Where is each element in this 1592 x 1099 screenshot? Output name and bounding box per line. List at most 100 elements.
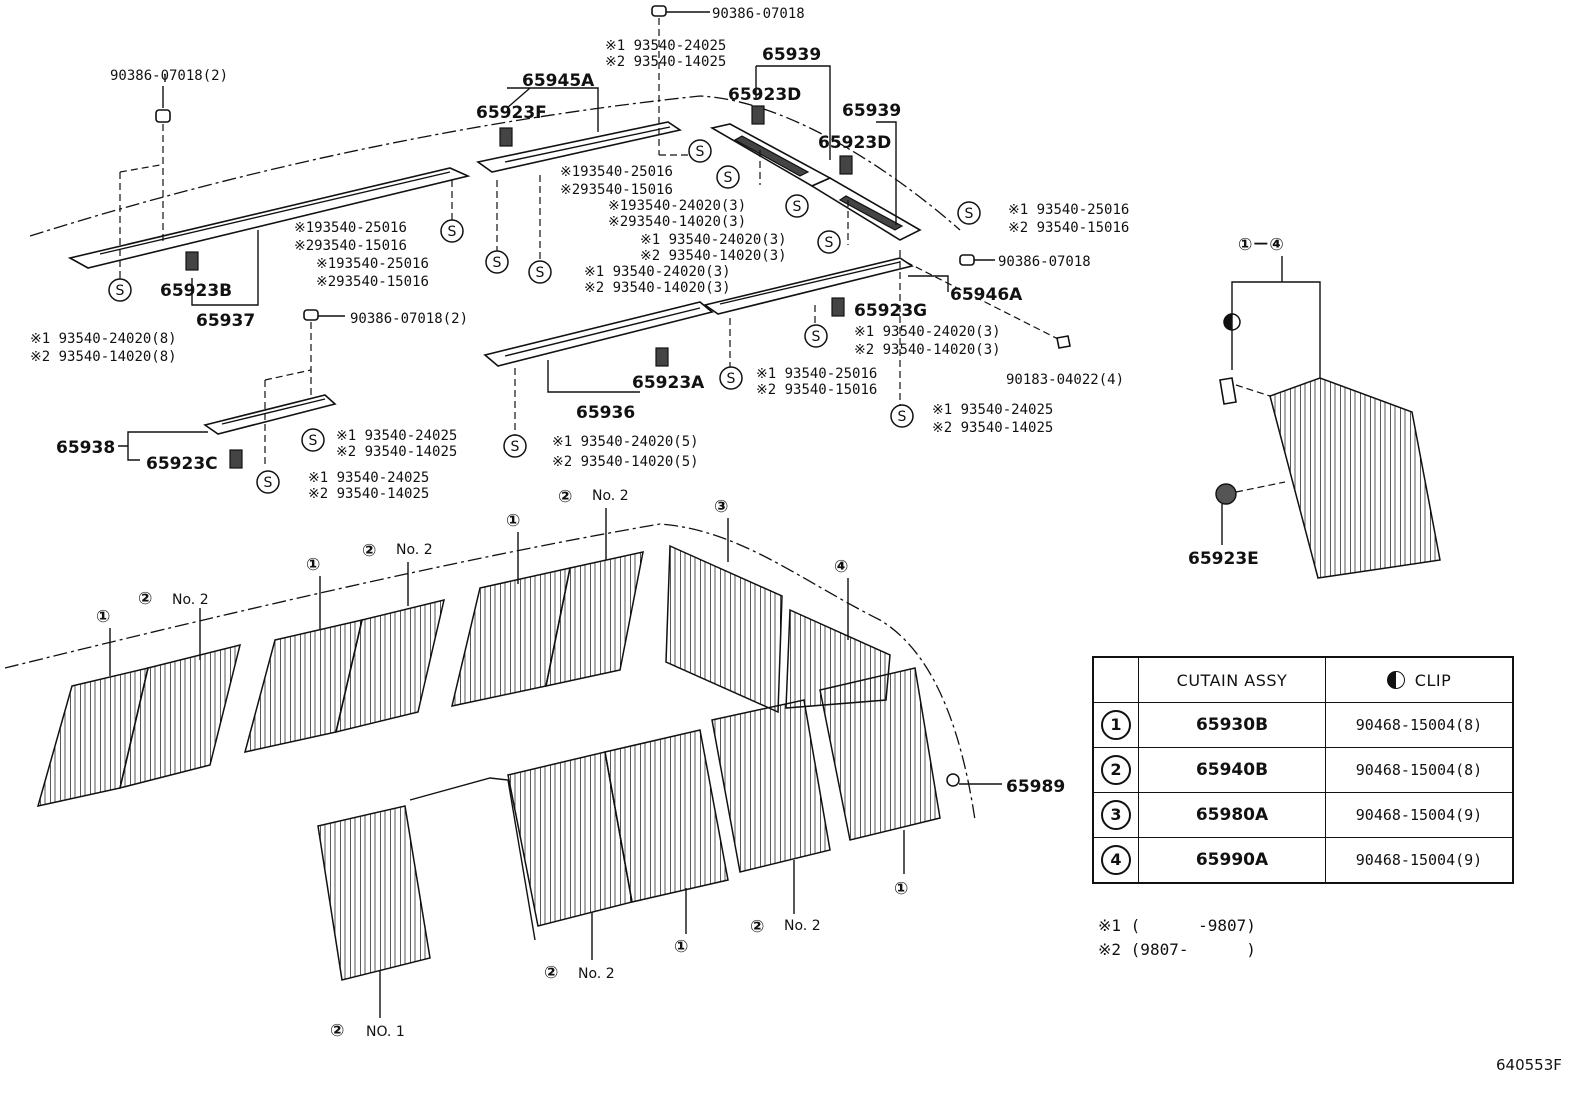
screw-spec-line: ※2 93540-14025 <box>336 444 457 460</box>
screw-spec-line: ※1 93540-25016 <box>756 366 877 382</box>
screw-symbol-letter: S <box>116 283 125 299</box>
screw-spec-line: ※193540-24020(3) <box>608 198 746 214</box>
header-clip-label: CLIP <box>1414 670 1452 690</box>
assy-cell: 65980A <box>1138 792 1326 838</box>
assy-cell: 65990A <box>1138 837 1326 884</box>
screw-symbol-letter: S <box>264 475 273 491</box>
screw-symbol-icon <box>256 470 280 494</box>
label-65936: 65936 <box>576 403 635 423</box>
leader-65946A <box>908 275 949 292</box>
row-number: 1 <box>1092 702 1139 748</box>
label-screw-small: 90183-04022(4) <box>1006 372 1124 388</box>
screw-symbol-letter: S <box>825 235 834 251</box>
header-assy: CUTAIN ASSY <box>1138 656 1326 703</box>
header-blank <box>1092 656 1139 703</box>
screw-spec-line: ※2 93540-14020(3) <box>640 248 787 264</box>
curtain-2 <box>545 551 644 687</box>
screw-symbol-letter: S <box>493 255 502 271</box>
screw-spec-line: ※293540-15016 <box>560 182 673 198</box>
leader-65939-b <box>876 121 897 225</box>
rail-65938 <box>203 394 337 435</box>
rail-65936 <box>483 301 714 367</box>
screw-symbol-icon <box>785 194 809 218</box>
label-65939-b: 65939 <box>842 101 901 121</box>
label-65939-a: 65939 <box>762 45 821 65</box>
label-65923F: 65923F <box>476 103 547 123</box>
screw-spec-line: ※2 93540-15016 <box>1008 220 1129 236</box>
curtain-2 <box>334 598 446 734</box>
curtain-detail <box>1269 377 1441 579</box>
callout-2: ② <box>330 1021 344 1041</box>
screw-symbol-icon <box>440 219 464 243</box>
screw-spec-line: ※193540-25016 <box>560 164 673 180</box>
callout-range: ①－④ <box>1238 235 1284 255</box>
screw-spec-labels: ※1 93540-24025 ※2 93540-14025 ※193540-25… <box>30 38 1129 502</box>
table-row: 1 65930B 90468-15004(8) <box>1092 702 1514 748</box>
screw-symbol-icon <box>108 278 132 302</box>
date-notes: ※1 ( -9807) ※2 (9807- ) <box>1098 914 1256 962</box>
circled-number: 3 <box>1101 800 1131 830</box>
curtain-2 <box>711 699 831 873</box>
callout-no1: NO. 1 <box>366 1024 405 1040</box>
callout-1: ① <box>506 511 520 531</box>
screw-symbol-icon <box>528 260 552 284</box>
circled-number: 1 <box>1101 710 1131 740</box>
screw-symbol-icon <box>688 139 712 163</box>
row-number: 3 <box>1092 792 1139 838</box>
roof-outline-lower <box>4 523 976 821</box>
screw-spec-line: ※2 93540-14020(3) <box>854 342 1001 358</box>
screw-spec-line: ※1 93540-24020(5) <box>552 434 699 450</box>
screw-symbol-letter: S <box>812 329 821 345</box>
label-65923E: 65923E <box>1188 549 1259 569</box>
assy-cell: 65940B <box>1138 747 1326 793</box>
screw-symbol-icon <box>719 366 743 390</box>
label-65923D-b: 65923D <box>818 133 891 153</box>
screw-symbol-icon <box>485 250 509 274</box>
rail-65937 <box>67 167 471 269</box>
callout-2: ② <box>750 917 764 937</box>
curtain-2 <box>118 643 242 790</box>
fastener-65923E <box>1215 481 1286 545</box>
leader-65936 <box>547 360 640 393</box>
label-clip-top: 90386-07018 <box>712 6 805 22</box>
fastener-65923D-a <box>751 105 765 125</box>
label-65946A: 65946A <box>950 285 1023 305</box>
callout-1: ① <box>894 879 908 899</box>
curtain-callouts: ①－④ ① ② No. 2 ① ② No. 2 ① ② No. 2 ③ ④ ① … <box>96 235 1284 1041</box>
label-clip-left: 90386-07018(2) <box>110 68 228 84</box>
clip-icon <box>264 309 345 465</box>
screw-spec-line: ※2 93540-14025 <box>932 420 1053 436</box>
callout-3: ③ <box>714 497 728 517</box>
label-clip-right: 90386-07018 <box>998 254 1091 270</box>
screw-symbol-letter: S <box>448 224 457 240</box>
leader-65937 <box>191 230 259 306</box>
assy-cell: 65930B <box>1138 702 1326 748</box>
screw-spec-line: ※1 93540-24020(8) <box>30 331 177 347</box>
leader-65939-a <box>755 65 831 160</box>
curtain-assy-table: CUTAIN ASSY CLIP 1 65930B 90468-15004(8)… <box>1092 656 1514 884</box>
roof-outline-upper <box>29 95 961 237</box>
leader-65945A <box>506 87 599 132</box>
curtain-3 <box>665 544 783 714</box>
screw-symbol-letter: S <box>696 144 705 160</box>
screw-symbol-letter: S <box>965 206 974 222</box>
screw-spec-line: ※2 93540-14020(5) <box>552 454 699 470</box>
callout-1: ① <box>96 607 110 627</box>
screw-symbol-letter: S <box>727 371 736 387</box>
rail-65945A <box>476 121 683 173</box>
screw-spec-line: ※2 93540-14020(8) <box>30 349 177 365</box>
screw-spec-line: ※1 93540-24025 <box>336 428 457 444</box>
rail-65939-a <box>709 123 832 187</box>
clip-icon <box>905 254 1061 341</box>
screw-spec-line: ※2 93540-15016 <box>756 382 877 398</box>
fastener-65923B <box>185 251 199 271</box>
clip-icon <box>651 5 710 156</box>
screw-spec-line: ※1 93540-24025 <box>605 38 726 54</box>
callout-no2: No. 2 <box>592 488 629 504</box>
row-number: 2 <box>1092 747 1139 793</box>
curtain-1 <box>819 667 941 841</box>
diagram-reference: 640553F <box>1496 1056 1562 1074</box>
curtain-2 <box>507 751 633 927</box>
screw-symbol-icon <box>301 428 325 452</box>
bracket-lines <box>1231 256 1321 378</box>
